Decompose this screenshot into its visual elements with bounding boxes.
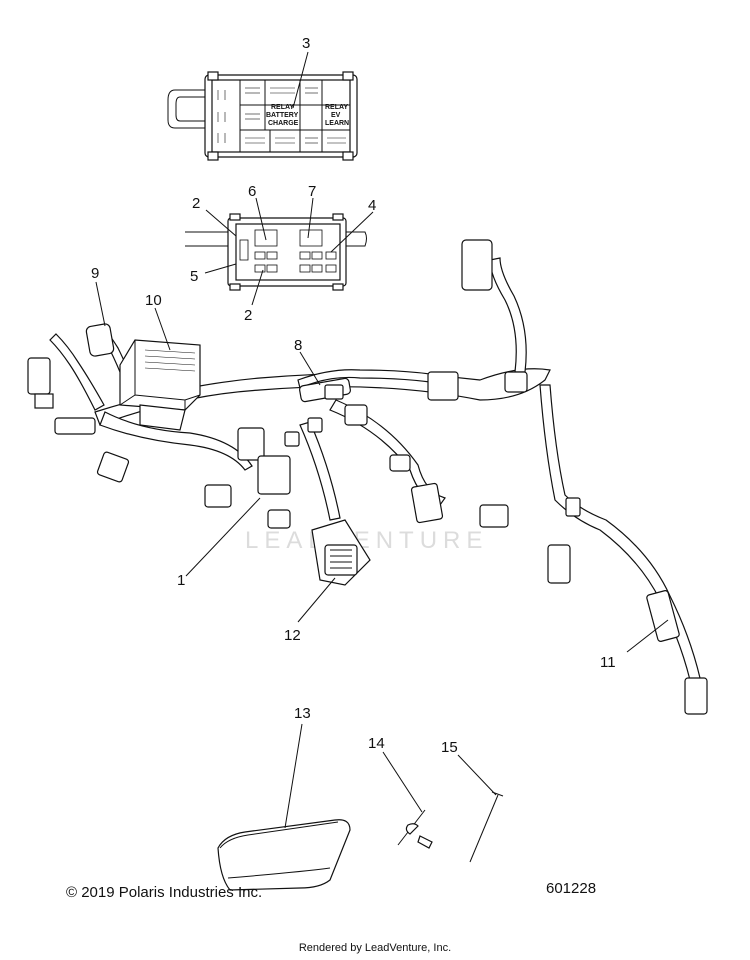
leader-lines [95,51,669,829]
callout-3: 3 [302,35,310,52]
rendered-by-credit: Rendered by LeadVenture, Inc. [298,942,452,954]
copyright-notice: © 2019 Polaris Industries Inc. [66,884,263,901]
connector-11 [646,590,708,715]
fuse-box-bottom-view [185,213,367,291]
harness-cover-13 [217,819,351,891]
main-wiring-harness [49,257,701,681]
harness-connectors [54,239,581,584]
relay-ev-line-3: LEARN [325,120,349,127]
fuse-box-top-view: RELAY BATTERY CHARGE RELAY EV LEARN [167,71,358,161]
callout-4: 4 [368,197,376,214]
diagram-part-number: 601228 [546,880,597,897]
callout-9: 9 [91,265,99,282]
connector-9 [27,323,115,409]
callout-6: 6 [248,183,256,200]
callout-8: 8 [294,337,302,354]
callout-2b: 2 [244,307,252,324]
cable-tie-14 [397,809,433,849]
relay-ev-line-1: RELAY [325,104,348,111]
relay-battery-line-3: CHARGE [268,120,299,127]
callout-14: 14 [368,735,385,752]
cable-tie-15 [469,791,504,863]
callout-15: 15 [441,739,458,756]
relay-ev-line-2: EV [331,112,341,119]
callout-labels: 1 2 2 3 4 5 6 7 8 9 10 11 12 13 14 15 [91,35,616,756]
callout-10: 10 [145,292,162,309]
callout-11: 11 [600,654,616,671]
callout-12: 12 [284,627,301,644]
connector-8 [299,377,351,403]
callout-7: 7 [308,183,316,200]
relay-battery-line-1: RELAY [271,104,294,111]
callout-1: 1 [177,572,185,589]
callout-5: 5 [190,268,198,285]
callout-2a: 2 [192,195,200,212]
connector-12 [311,519,371,586]
watermark-text: LEADVENTURE [245,527,488,554]
callout-13: 13 [294,705,311,722]
relay-battery-line-2: BATTERY [266,112,299,119]
fuse-relay-module [119,339,201,431]
